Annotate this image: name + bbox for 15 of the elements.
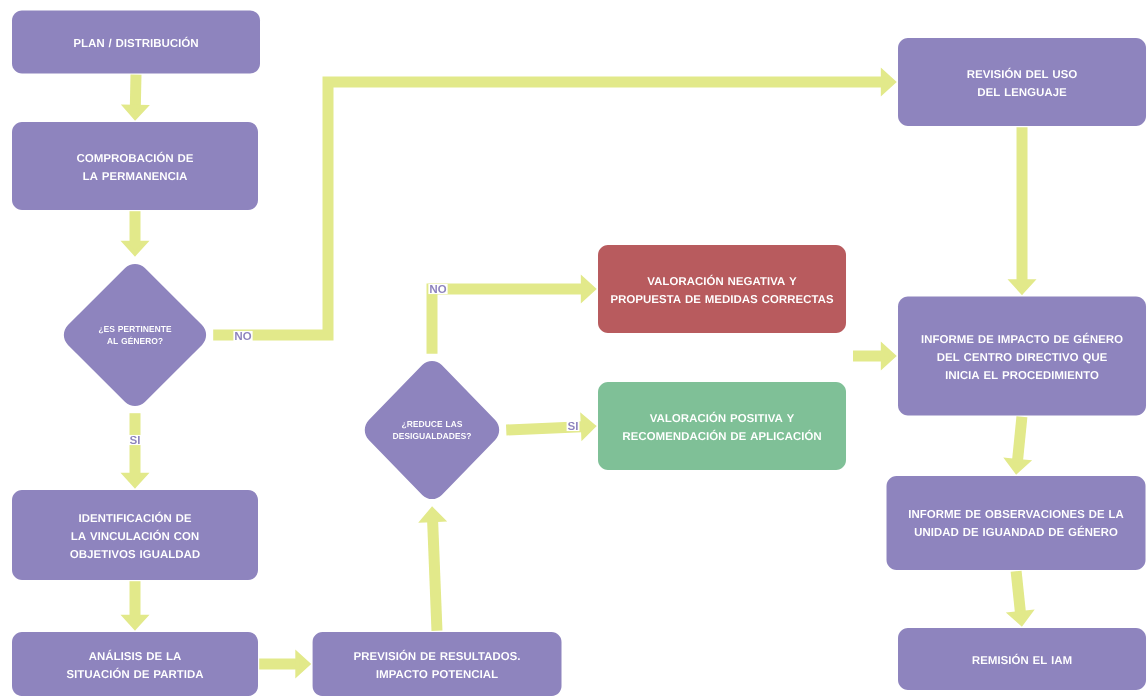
process-box: REVISIÓN DEL USO DEL LENGUAJE: [898, 38, 1146, 126]
edge-label: NO: [428, 283, 448, 295]
process-box: ANÁLISIS DE LA SITUACIÓN DE PARTIDA: [12, 632, 258, 696]
edge-label: SI: [566, 420, 580, 432]
process-box: VALORACIÓN NEGATIVA Y PROPUESTA DE MEDIDAS CORRECTAS: [598, 245, 846, 333]
process-box: REMISIÓN EL IAM: [898, 628, 1146, 690]
process-box: IDENTIFICACIÓN DE LA VINCULACIÓN CON OBJETIVOS IGUALDAD: [12, 490, 258, 580]
edge-label: NO: [233, 330, 253, 342]
process-box: INFORME DE OBSERVACIONES DE LA UNIDAD DE IGUANDAD DE GÉNERO: [886, 476, 1146, 570]
process-box: PREVISIÓN DE RESULTADOS. IMPACTO POTENCIAL: [312, 632, 562, 696]
process-box: VALORACIÓN POSITIVA Y RECOMENDACIÓN DE APLICACIÓN: [598, 382, 846, 470]
process-box: COMPROBACIÓN DE LA PERMANENCIA: [12, 122, 258, 210]
process-box: PLAN / DISTRIBUCIÓN: [12, 10, 260, 74]
edge-label: SI: [128, 434, 142, 446]
process-box: INFORME DE IMPACTO DE GÉNERO DEL CENTRO DIRECTIVO QUE INICIA EL PROCEDIMIENTO: [898, 296, 1146, 416]
